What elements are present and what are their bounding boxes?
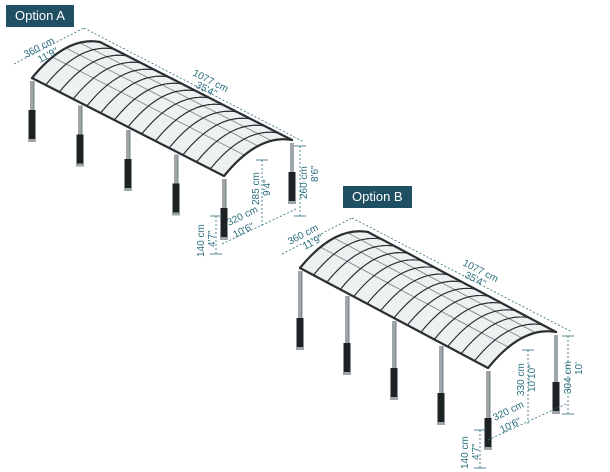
post-base	[172, 212, 180, 216]
post-footing	[76, 134, 84, 165]
carport-option-b	[296, 230, 560, 450]
option-a-height-cm: 260 cm	[299, 166, 310, 199]
option-b-width-line	[281, 217, 353, 255]
post-footing	[220, 208, 228, 238]
post-base	[76, 163, 84, 167]
post-footing	[296, 318, 304, 348]
option-a-footing-cm: 140 cm	[196, 224, 207, 257]
option-b-length-line	[351, 217, 573, 333]
post-base	[124, 188, 132, 191]
option-b-height-cm: 304 cm	[563, 361, 574, 394]
option-b-peak-ft: 10'10"	[527, 364, 538, 392]
option-b-badge: Option B	[343, 186, 412, 208]
roof-purlin	[79, 42, 272, 142]
post-footing	[552, 382, 560, 412]
option-a-height-ft: 8'6"	[310, 165, 321, 182]
post-base	[343, 372, 351, 375]
option-a-length-line	[83, 27, 305, 143]
eave-beam-right	[98, 40, 294, 142]
post-base	[390, 397, 398, 400]
back-arch	[30, 40, 102, 80]
option-b-footing-cm: 140 cm	[460, 436, 471, 469]
roof-purlin	[65, 47, 259, 147]
option-b-footing-ft: 4'7"	[471, 443, 482, 460]
post-footing	[437, 393, 445, 423]
carport-option-a	[28, 40, 296, 240]
post-footing	[390, 368, 398, 398]
front-arch	[222, 138, 294, 178]
post-base	[484, 447, 492, 450]
post-base	[437, 422, 445, 425]
front-arch	[486, 330, 558, 370]
post-base	[28, 139, 36, 142]
post-footing	[28, 110, 36, 140]
eave-beam-left	[298, 266, 490, 370]
option-a-width-line	[13, 27, 85, 65]
post-footing	[172, 183, 180, 214]
post-base	[296, 347, 304, 350]
eave-beam-left	[30, 76, 226, 178]
option-b-peak-cm: 330 cm	[516, 363, 527, 396]
option-b-height-ft: 10'	[574, 362, 585, 375]
post-footing	[484, 418, 492, 448]
roof-purlin	[333, 237, 523, 339]
roof-purlin	[347, 232, 536, 334]
roof-purlin	[52, 56, 245, 156]
post-base	[552, 411, 560, 414]
post-footing	[124, 159, 132, 189]
option-a-peak-ft: 9'4"	[262, 179, 273, 196]
post-base	[288, 201, 296, 204]
post-base	[220, 237, 228, 240]
eave-beam-right	[366, 230, 558, 334]
option-a-peak-cm: 285 cm	[251, 172, 262, 205]
roof-purlin	[320, 246, 509, 348]
option-a-badge: Option A	[6, 5, 74, 27]
post-footing	[343, 343, 351, 373]
post-footing	[288, 172, 296, 202]
back-arch	[298, 230, 370, 270]
option-a-footing-ft: 4'7"	[207, 230, 218, 247]
